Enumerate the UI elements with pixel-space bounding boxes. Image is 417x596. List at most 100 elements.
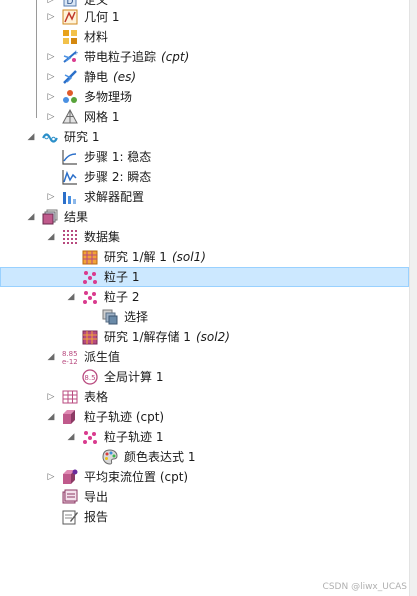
tree-item-label: 带电粒子追踪(cpt) [84, 50, 190, 64]
materials-icon [62, 29, 78, 45]
tree-item-label: 研究 1/解 1(sol1) [104, 250, 206, 264]
particle-trajectory-icon [82, 429, 98, 445]
tree-item-solver-configurations[interactable]: ▷ 求解器配置 [0, 187, 409, 207]
collapse-arrow-icon[interactable]: ◢ [47, 352, 55, 362]
tree-item-selection[interactable]: 选择 [0, 307, 409, 327]
plot-group-3d-icon [62, 409, 78, 425]
expand-arrow-icon[interactable]: ▷ [47, 92, 55, 102]
solver-configurations-icon [62, 189, 78, 205]
tree-item-color-expression-1[interactable]: 颜色表达式 1 [0, 447, 409, 467]
svg-text:D: D [67, 0, 74, 7]
tree-item-label: 报告 [84, 510, 109, 524]
datasets-icon [62, 229, 78, 245]
definitions-icon: D [62, 0, 78, 8]
tree-item-label: 颜色表达式 1 [124, 450, 196, 464]
svg-text:8.5: 8.5 [84, 374, 95, 382]
tree-item-label: 粒子轨迹 1 [104, 430, 164, 444]
tables-icon [62, 389, 78, 405]
multiphysics-icon [62, 89, 78, 105]
results-icon [42, 209, 58, 225]
tree-item-label: 派生值 [84, 350, 121, 364]
vertical-scrollbar[interactable] [409, 0, 417, 596]
tree-item-step-2-transient[interactable]: 步骤 2: 瞬态 [0, 167, 409, 187]
tree-item-study1-stored-solution1[interactable]: 研究 1/解存储 1(sol2) [0, 327, 409, 347]
particle-dataset-icon [82, 289, 98, 305]
tree-item-label: 静电(es) [84, 70, 137, 84]
tree-item-label: 粒子轨迹 (cpt) [84, 410, 165, 424]
tree-item-label: 粒子 2 [104, 290, 140, 304]
tree-item-datasets[interactable]: ◢ 数据集 [0, 227, 409, 247]
expand-arrow-icon[interactable]: ▷ [47, 0, 55, 5]
electrostatics-icon [62, 69, 78, 85]
tree-item-study-1[interactable]: ◢ 研究 1 [0, 127, 409, 147]
tree-item-geometry-1[interactable]: ▷ 几何 1 [0, 7, 409, 27]
collapse-arrow-icon[interactable]: ◢ [67, 432, 75, 442]
collapse-arrow-icon[interactable]: ◢ [47, 232, 55, 242]
collapse-arrow-icon[interactable]: ◢ [67, 292, 75, 302]
expand-arrow-icon[interactable]: ▷ [47, 72, 55, 82]
tree-item-average-beam-position[interactable]: ▷ 平均束流位置 (cpt) [0, 467, 409, 487]
reports-icon [62, 509, 78, 525]
tree-item-charged-particle-tracing[interactable]: ▷ + 带电粒子追踪(cpt) [0, 47, 409, 67]
expand-arrow-icon[interactable]: ▷ [47, 192, 55, 202]
global-evaluation-icon: 8.5 [82, 369, 98, 385]
tree-item-label: 全局计算 1 [104, 370, 164, 384]
tree-item-particle-2[interactable]: ◢ 粒子 2 [0, 287, 409, 307]
tree-item-particle-trajectory-1[interactable]: ◢ 粒子轨迹 1 [0, 427, 409, 447]
tree-item-step-1-stationary[interactable]: 步骤 1: 稳态 [0, 147, 409, 167]
geometry-icon [62, 9, 78, 25]
export-icon [62, 489, 78, 505]
tree-item-results[interactable]: ◢ 结果 [0, 207, 409, 227]
tree-item-label: 网格 1 [84, 110, 120, 124]
tree-item-label: 数据集 [84, 230, 121, 244]
collapse-arrow-icon[interactable]: ◢ [27, 212, 35, 222]
tree-item-materials[interactable]: 材料 [0, 27, 409, 47]
tree-item-label: 定义 [84, 0, 109, 7]
tree-item-electrostatics[interactable]: ▷ 静电(es) [0, 67, 409, 87]
solution-dataset-icon [82, 249, 98, 265]
tree-item-label: 研究 1 [64, 130, 100, 144]
particle-dataset-icon [82, 269, 98, 285]
tree-item-particle-1[interactable]: 粒子 1 [0, 267, 409, 287]
tree-item-label: 表格 [84, 390, 109, 404]
tree-item-particle-trajectories-group[interactable]: ◢ 粒子轨迹 (cpt) [0, 407, 409, 427]
expand-arrow-icon[interactable]: ▷ [47, 472, 55, 482]
color-expression-icon [102, 449, 118, 465]
tree-item-label: 导出 [84, 490, 109, 504]
mesh-icon [62, 109, 78, 125]
tree-item-multiphysics[interactable]: ▷ 多物理场 [0, 87, 409, 107]
tree-item-label: 选择 [124, 310, 149, 324]
solution-dataset-icon [82, 329, 98, 345]
charged-particle-tracing-icon: + [62, 49, 78, 65]
expand-arrow-icon[interactable]: ▷ [47, 52, 55, 62]
tree-item-label: 平均束流位置 (cpt) [84, 470, 189, 484]
tree-item-mesh-1[interactable]: ▷ 网格 1 [0, 107, 409, 127]
svg-text:e-12: e-12 [62, 358, 78, 365]
tree-item-tables[interactable]: ▷ 表格 [0, 387, 409, 407]
tree-item-label: 几何 1 [84, 10, 120, 24]
expand-arrow-icon[interactable]: ▷ [47, 392, 55, 402]
tree-item-reports[interactable]: 报告 [0, 507, 409, 527]
transient-step-icon [62, 169, 78, 185]
tree-item-definitions[interactable]: ▷ D 定义 [0, 0, 409, 10]
collapse-arrow-icon[interactable]: ◢ [47, 412, 55, 422]
tree-item-label: 步骤 1: 稳态 [84, 150, 152, 164]
svg-text:8.85: 8.85 [62, 350, 78, 358]
tree-item-global-evaluation-1[interactable]: 8.5 全局计算 1 [0, 367, 409, 387]
tree-item-export[interactable]: 导出 [0, 487, 409, 507]
tree-item-study1-solution1[interactable]: 研究 1/解 1(sol1) [0, 247, 409, 267]
plot-group-3d-icon [62, 469, 78, 485]
selection-icon [102, 309, 118, 325]
tree-item-label: 研究 1/解存储 1(sol2) [104, 330, 230, 344]
tree-item-label: 步骤 2: 瞬态 [84, 170, 152, 184]
expand-arrow-icon[interactable]: ▷ [47, 12, 55, 22]
collapse-arrow-icon[interactable]: ◢ [27, 132, 35, 142]
svg-text:+: + [73, 49, 78, 57]
tree-item-label: 多物理场 [84, 90, 133, 104]
tree-item-label: 材料 [84, 30, 109, 44]
watermark: CSDN @liwx_UCAS [322, 582, 407, 592]
expand-arrow-icon[interactable]: ▷ [47, 112, 55, 122]
